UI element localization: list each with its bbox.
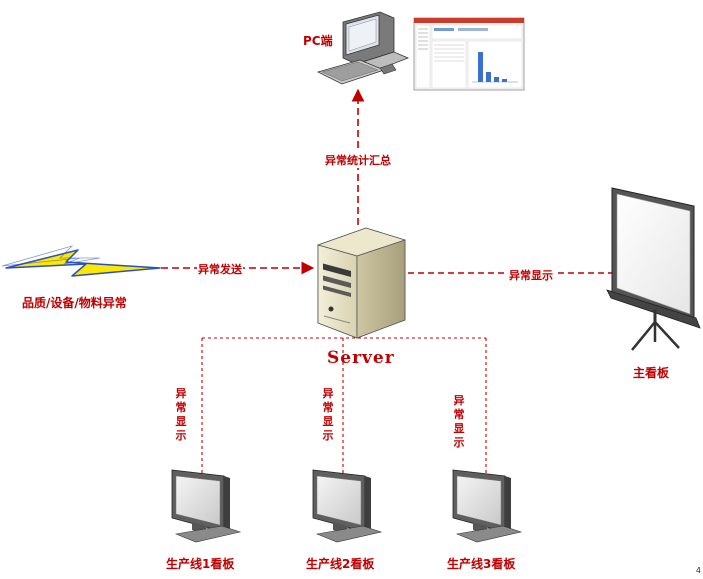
desktop-computer-icon — [316, 11, 410, 85]
lcd-monitor-icon-line-2 — [312, 469, 383, 543]
branch-3-label: 异常显示 — [453, 394, 465, 449]
line-1-board-label: 生产线1看板 — [166, 557, 235, 571]
branch-1-label: 异常显示 — [175, 387, 187, 442]
line-2-board-label: 生产线2看板 — [306, 557, 375, 571]
server-label: Server — [327, 348, 395, 368]
pc-label: PC端 — [303, 34, 333, 48]
server-tower-icon — [316, 227, 407, 339]
lcd-monitor-icon-line-1 — [171, 469, 242, 543]
branch-2-label: 异常显示 — [322, 387, 334, 442]
projection-screen-icon — [606, 187, 701, 351]
lcd-monitor-icon-line-3 — [452, 469, 523, 543]
lightning-bolt-icon — [1, 245, 161, 277]
anomaly-display-right-label: 异常显示 — [508, 267, 554, 283]
anomaly-send-label: 异常发送 — [197, 261, 243, 277]
stats-summary-label: 异常统计汇总 — [324, 152, 392, 168]
source-label: 品质/设备/物料异常 — [22, 296, 127, 310]
line-3-board-label: 生产线3看板 — [447, 557, 516, 571]
corner-mark: 4 — [695, 566, 701, 575]
main-board-label: 主看板 — [633, 366, 670, 380]
software-report-thumbnail — [413, 17, 525, 91]
